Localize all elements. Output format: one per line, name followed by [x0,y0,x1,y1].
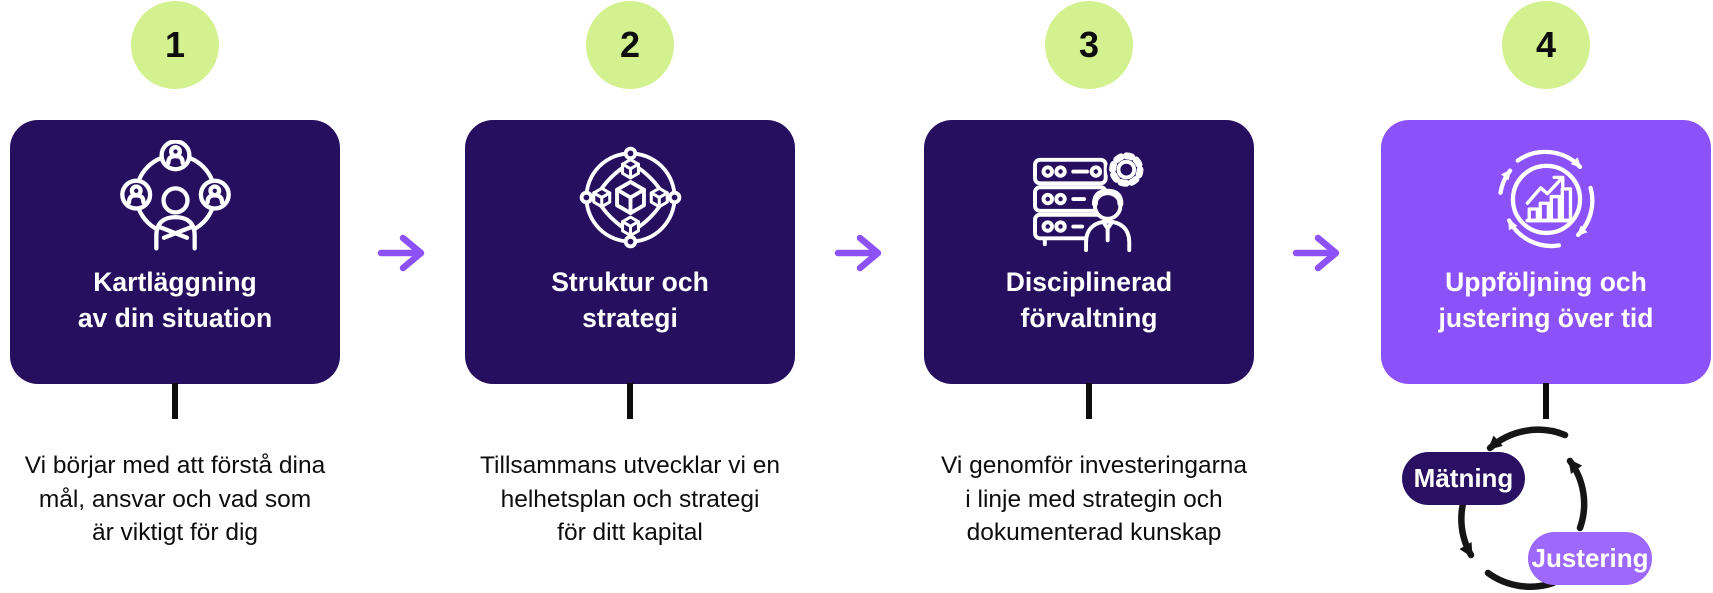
servers-gear-person-icon [1019,146,1159,258]
cycle-pill-justering: Justering [1528,532,1652,585]
step-number-badge-1: 1 [131,1,219,89]
step-title-4-line1: Uppföljning och [1445,267,1647,297]
step2-desc-line1: Tillsammans utvecklar vi en [480,452,780,479]
step-number-3: 3 [1078,24,1100,65]
flow-arrow-icon-3 [1290,231,1346,275]
step-title-1: Kartläggning av din situation [10,264,340,336]
connector-line-4 [1543,383,1549,419]
cycle-label-justering: Justering [1531,543,1649,573]
step-number-1: 1 [164,24,186,65]
step-title-1-line2: av din situation [77,303,273,333]
step-description-3: Vi genomför investeringarna i linje med … [879,449,1309,550]
step-number-2: 2 [619,24,641,65]
step-title-1-line1: Kartläggning [93,267,257,297]
step-title-2: Struktur och strategi [465,264,795,336]
connector-line-3 [1086,383,1092,419]
step-number-badge-3: 3 [1045,1,1133,89]
step2-desc-line3: för ditt kapital [557,519,703,546]
step-title-2-line2: strategi [582,303,678,333]
cycle-arrow-right [1566,457,1588,532]
step-title-4-line2: justering över tid [1438,303,1654,333]
step-description-1: Vi börjar med att förstå dina mål, ansva… [0,449,390,550]
step1-desc-line2: mål, ansvar och vad som [38,485,312,513]
step-number-badge-4: 4 [1502,1,1590,89]
step3-desc-line3: dokumenterad kunskap [966,519,1222,546]
cycle-pill-matning: Mätning [1402,452,1525,505]
cycle-arrow-bottom [1484,569,1557,590]
step-number-badge-2: 2 [586,1,674,89]
step-title-3: Disciplinerad förvaltning [924,264,1254,336]
step-title-2-line1: Struktur och [551,267,709,297]
step2-desc-line2: helhetsplan och strategi [500,485,760,513]
people-network-icon [105,140,245,255]
cycle-arrow-top [1486,426,1569,452]
step3-desc-line1: Vi genomför investeringarna [941,452,1247,479]
step-title-3-line1: Disciplinerad [1005,267,1173,297]
cycle-label-matning: Mätning [1413,463,1514,493]
cubes-network-icon [560,140,700,255]
step-description-2: Tillsammans utvecklar vi en helhetsplan … [415,449,845,550]
flow-arrow-icon-1 [375,231,431,275]
step-title-4: Uppföljning och justering över tid [1381,264,1711,336]
connector-line-2 [627,383,633,419]
flow-arrow-icon-2 [832,231,888,275]
step-number-4: 4 [1535,24,1557,65]
step-title-3-line2: förvaltning [1020,303,1158,333]
step-card-3 [924,120,1254,384]
cycle-growth-icon [1476,140,1616,255]
step1-desc-line3: är viktigt för dig [91,519,259,546]
measure-adjust-cycle: Mätning Justering [1395,413,1675,593]
connector-line-1 [172,383,178,419]
step3-desc-line2: i linje med strategin och [965,485,1223,513]
step1-desc-line1: Vi börjar med att förstå dina [24,452,326,479]
